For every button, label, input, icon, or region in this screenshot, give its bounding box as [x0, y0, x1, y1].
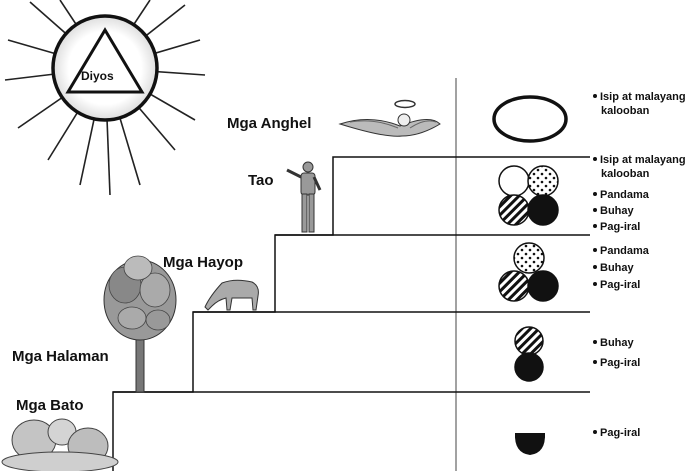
level-label-hayop: Mga Hayop — [163, 254, 244, 271]
attribute-item: Pandama — [593, 245, 649, 258]
level-label-tao: Tao — [248, 172, 274, 189]
attribute-item: Pag-iral — [593, 221, 640, 234]
bullet-icon — [593, 157, 597, 162]
level-label-bato: Mga Bato — [16, 397, 84, 414]
bullet-icon — [593, 248, 597, 253]
attribute-item: Pag-iral — [593, 427, 640, 440]
rocks-figure — [1, 418, 119, 471]
symbol-animal — [498, 242, 559, 302]
bullet-icon — [593, 282, 597, 287]
attribute-item: kalooban — [601, 168, 650, 180]
attribute-item: Pag-iral — [593, 357, 640, 370]
attribute-item: Pag-iral — [593, 279, 640, 292]
human-figure — [286, 161, 322, 233]
attribute-item: kalooban — [601, 105, 650, 117]
attribute-item: Buhay — [593, 205, 634, 218]
bullet-icon — [593, 265, 597, 270]
bullet-icon — [593, 224, 597, 229]
god-label: Diyos — [81, 69, 114, 83]
attribute-item: Buhay — [593, 337, 634, 350]
symbol-plant — [514, 326, 544, 382]
bullet-icon — [593, 340, 597, 345]
attribute-item: Isip at malayang — [593, 154, 686, 167]
bullet-icon — [593, 208, 597, 213]
bullet-icon — [593, 192, 597, 197]
symbol-rock — [514, 433, 546, 455]
bullet-icon — [593, 94, 597, 99]
bullet-icon — [593, 360, 597, 365]
level-label-anghel: Mga Anghel — [227, 115, 312, 132]
attribute-item: Pandama — [593, 189, 649, 202]
symbol-human — [498, 165, 559, 226]
attribute-item: Isip at malayang — [593, 91, 686, 104]
level-label-halaman: Mga Halaman — [12, 348, 109, 365]
angel-figure — [338, 99, 441, 137]
symbol-angel — [492, 95, 568, 143]
tree-figure — [103, 255, 177, 393]
god-triangle — [65, 27, 145, 94]
horse-figure — [204, 279, 259, 311]
bullet-icon — [593, 430, 597, 435]
attribute-item: Buhay — [593, 262, 634, 275]
